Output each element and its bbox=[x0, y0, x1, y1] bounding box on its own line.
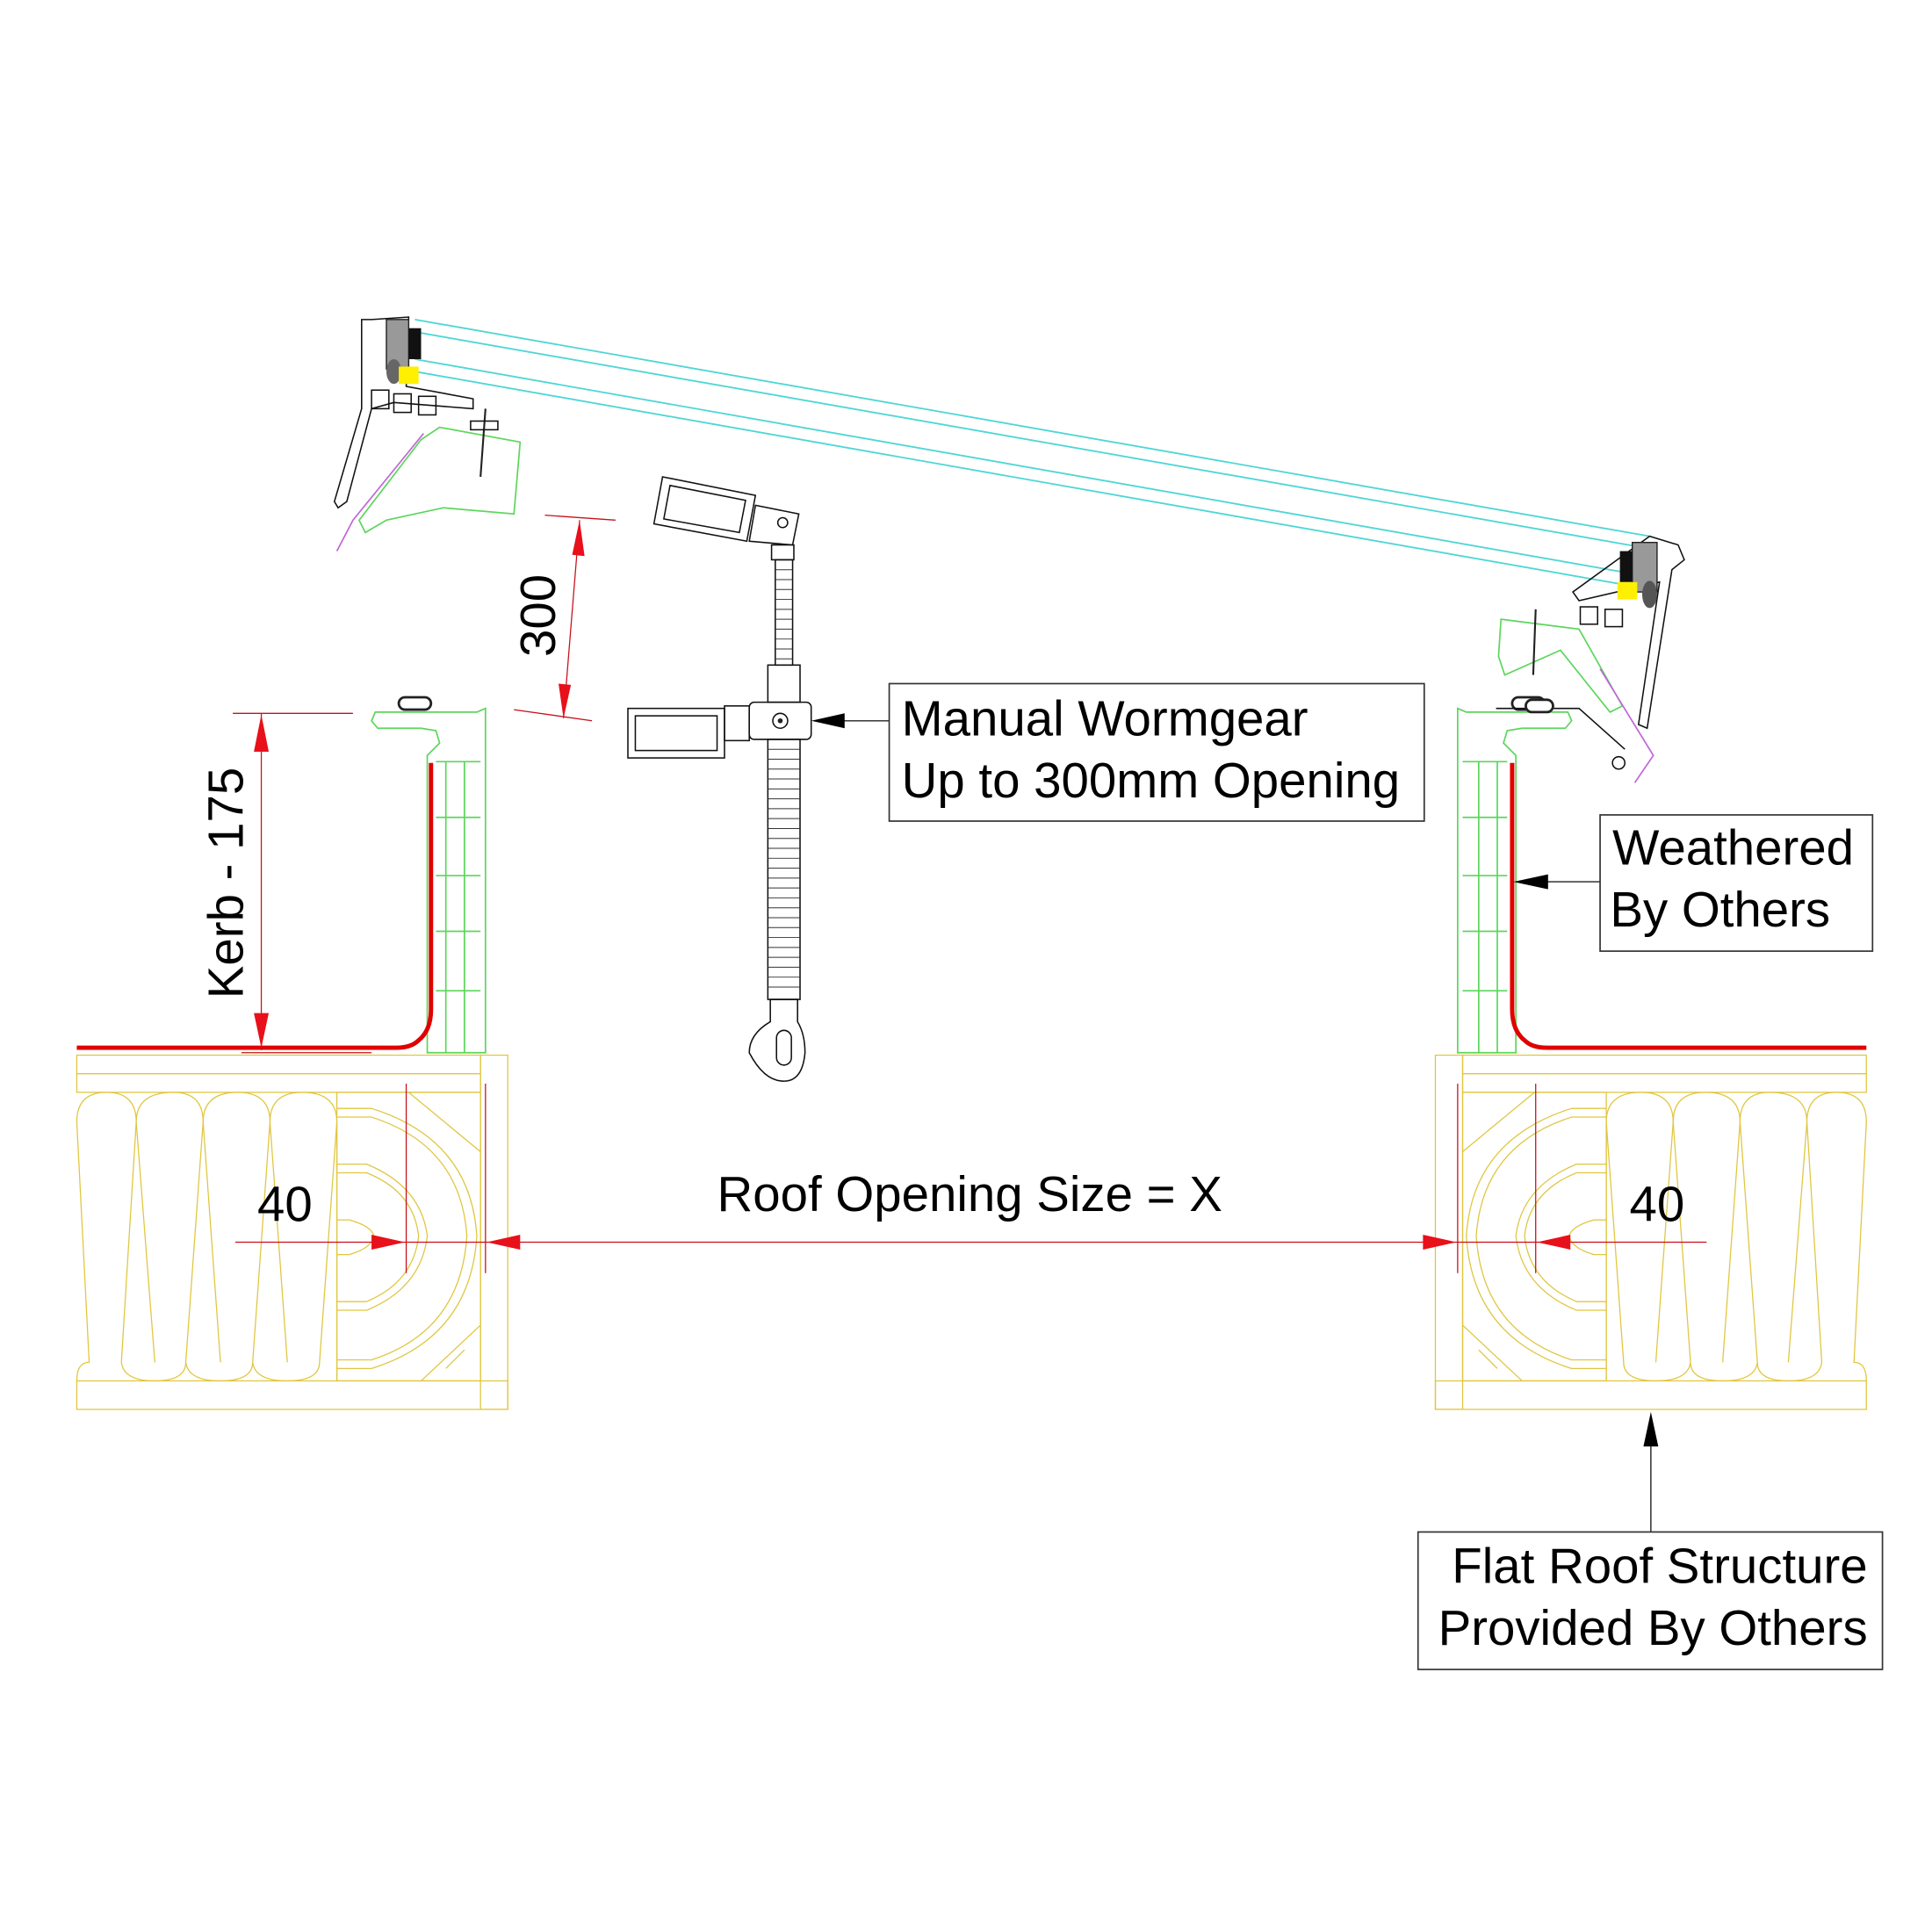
opening-dimension: 300 bbox=[510, 515, 616, 722]
roof-structure-callout-line2: Provided By Others bbox=[1438, 1600, 1868, 1655]
right-roof-structure bbox=[1435, 697, 1866, 1409]
roof-structure-callout: Flat Roof Structure Provided By Others bbox=[1417, 1411, 1884, 1670]
opening-dimension-label: 300 bbox=[510, 574, 566, 657]
glazing-unit bbox=[415, 318, 1650, 589]
right-sash-frame bbox=[1496, 535, 1685, 783]
left-roof-structure bbox=[76, 697, 508, 1409]
roof-structure-callout-line1: Flat Roof Structure bbox=[1452, 1538, 1867, 1593]
weathered-callout-line2: By Others bbox=[1610, 882, 1830, 937]
weathered-callout: Weathered By Others bbox=[1513, 814, 1874, 952]
roof-opening-dimension: Roof Opening Size = X 40 40 bbox=[234, 1083, 1707, 1273]
wormgear-callout-line2: Up to 300mm Opening bbox=[902, 753, 1401, 808]
kerb-dimension-label: Kerb - 175 bbox=[198, 768, 253, 998]
wormgear-callout: Manual Wormgear Up to 300mm Opening bbox=[811, 682, 1425, 822]
right-offset-label: 40 bbox=[1630, 1177, 1685, 1232]
wormgear-actuator bbox=[627, 476, 812, 1082]
weathered-callout-line1: Weathered bbox=[1612, 819, 1854, 875]
kerb-dimension: Kerb - 175 bbox=[198, 712, 372, 1054]
wormgear-callout-line1: Manual Wormgear bbox=[902, 691, 1308, 746]
left-sash-frame bbox=[333, 316, 522, 551]
roof-opening-label: Roof Opening Size = X bbox=[717, 1166, 1222, 1222]
left-offset-label: 40 bbox=[257, 1177, 313, 1232]
